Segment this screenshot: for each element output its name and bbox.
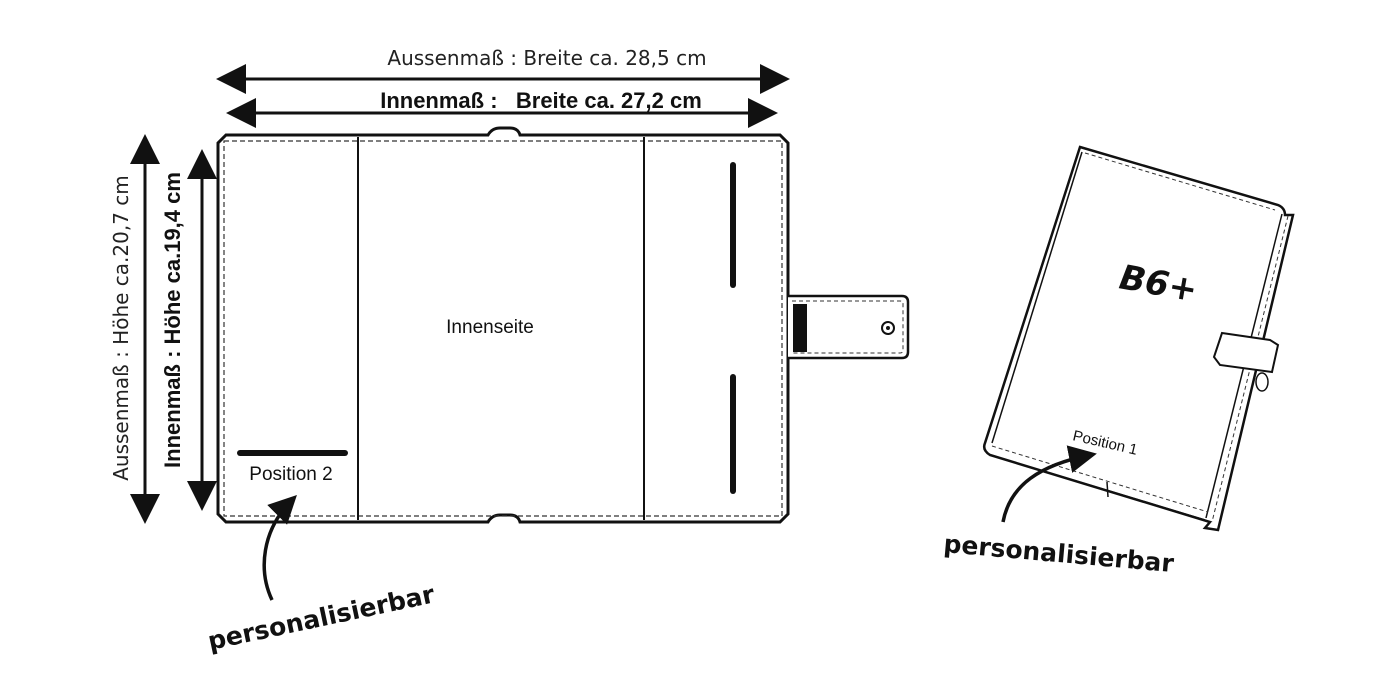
position-2-label: Position 2 bbox=[249, 464, 332, 485]
outer-width-label: Aussenmaß : Breite ca. 28,5 cm bbox=[387, 46, 706, 70]
inner-width-label: Innenmaß : Breite ca. 27,2 cm bbox=[380, 88, 702, 113]
inner-height-label: Innenmaß : Höhe ca.19,4 cm bbox=[160, 172, 185, 468]
inner-side-label: Innenseite bbox=[446, 317, 534, 338]
callout-arrow-right bbox=[1001, 445, 1097, 523]
personalize-label-left: personalisierbar bbox=[205, 579, 438, 656]
closed-notebook: B6+ Position 1 bbox=[982, 145, 1295, 532]
outer-height-label: Aussenmaß : Höhe ca.20,7 cm bbox=[109, 175, 133, 481]
open-notebook: Innenseite Position 2 bbox=[216, 126, 910, 524]
callout-arrow-left bbox=[262, 495, 297, 601]
closed-clasp-tab bbox=[1212, 331, 1280, 374]
clasp-tab bbox=[788, 294, 910, 360]
personalize-label-right: personalisierbar bbox=[942, 529, 1175, 578]
